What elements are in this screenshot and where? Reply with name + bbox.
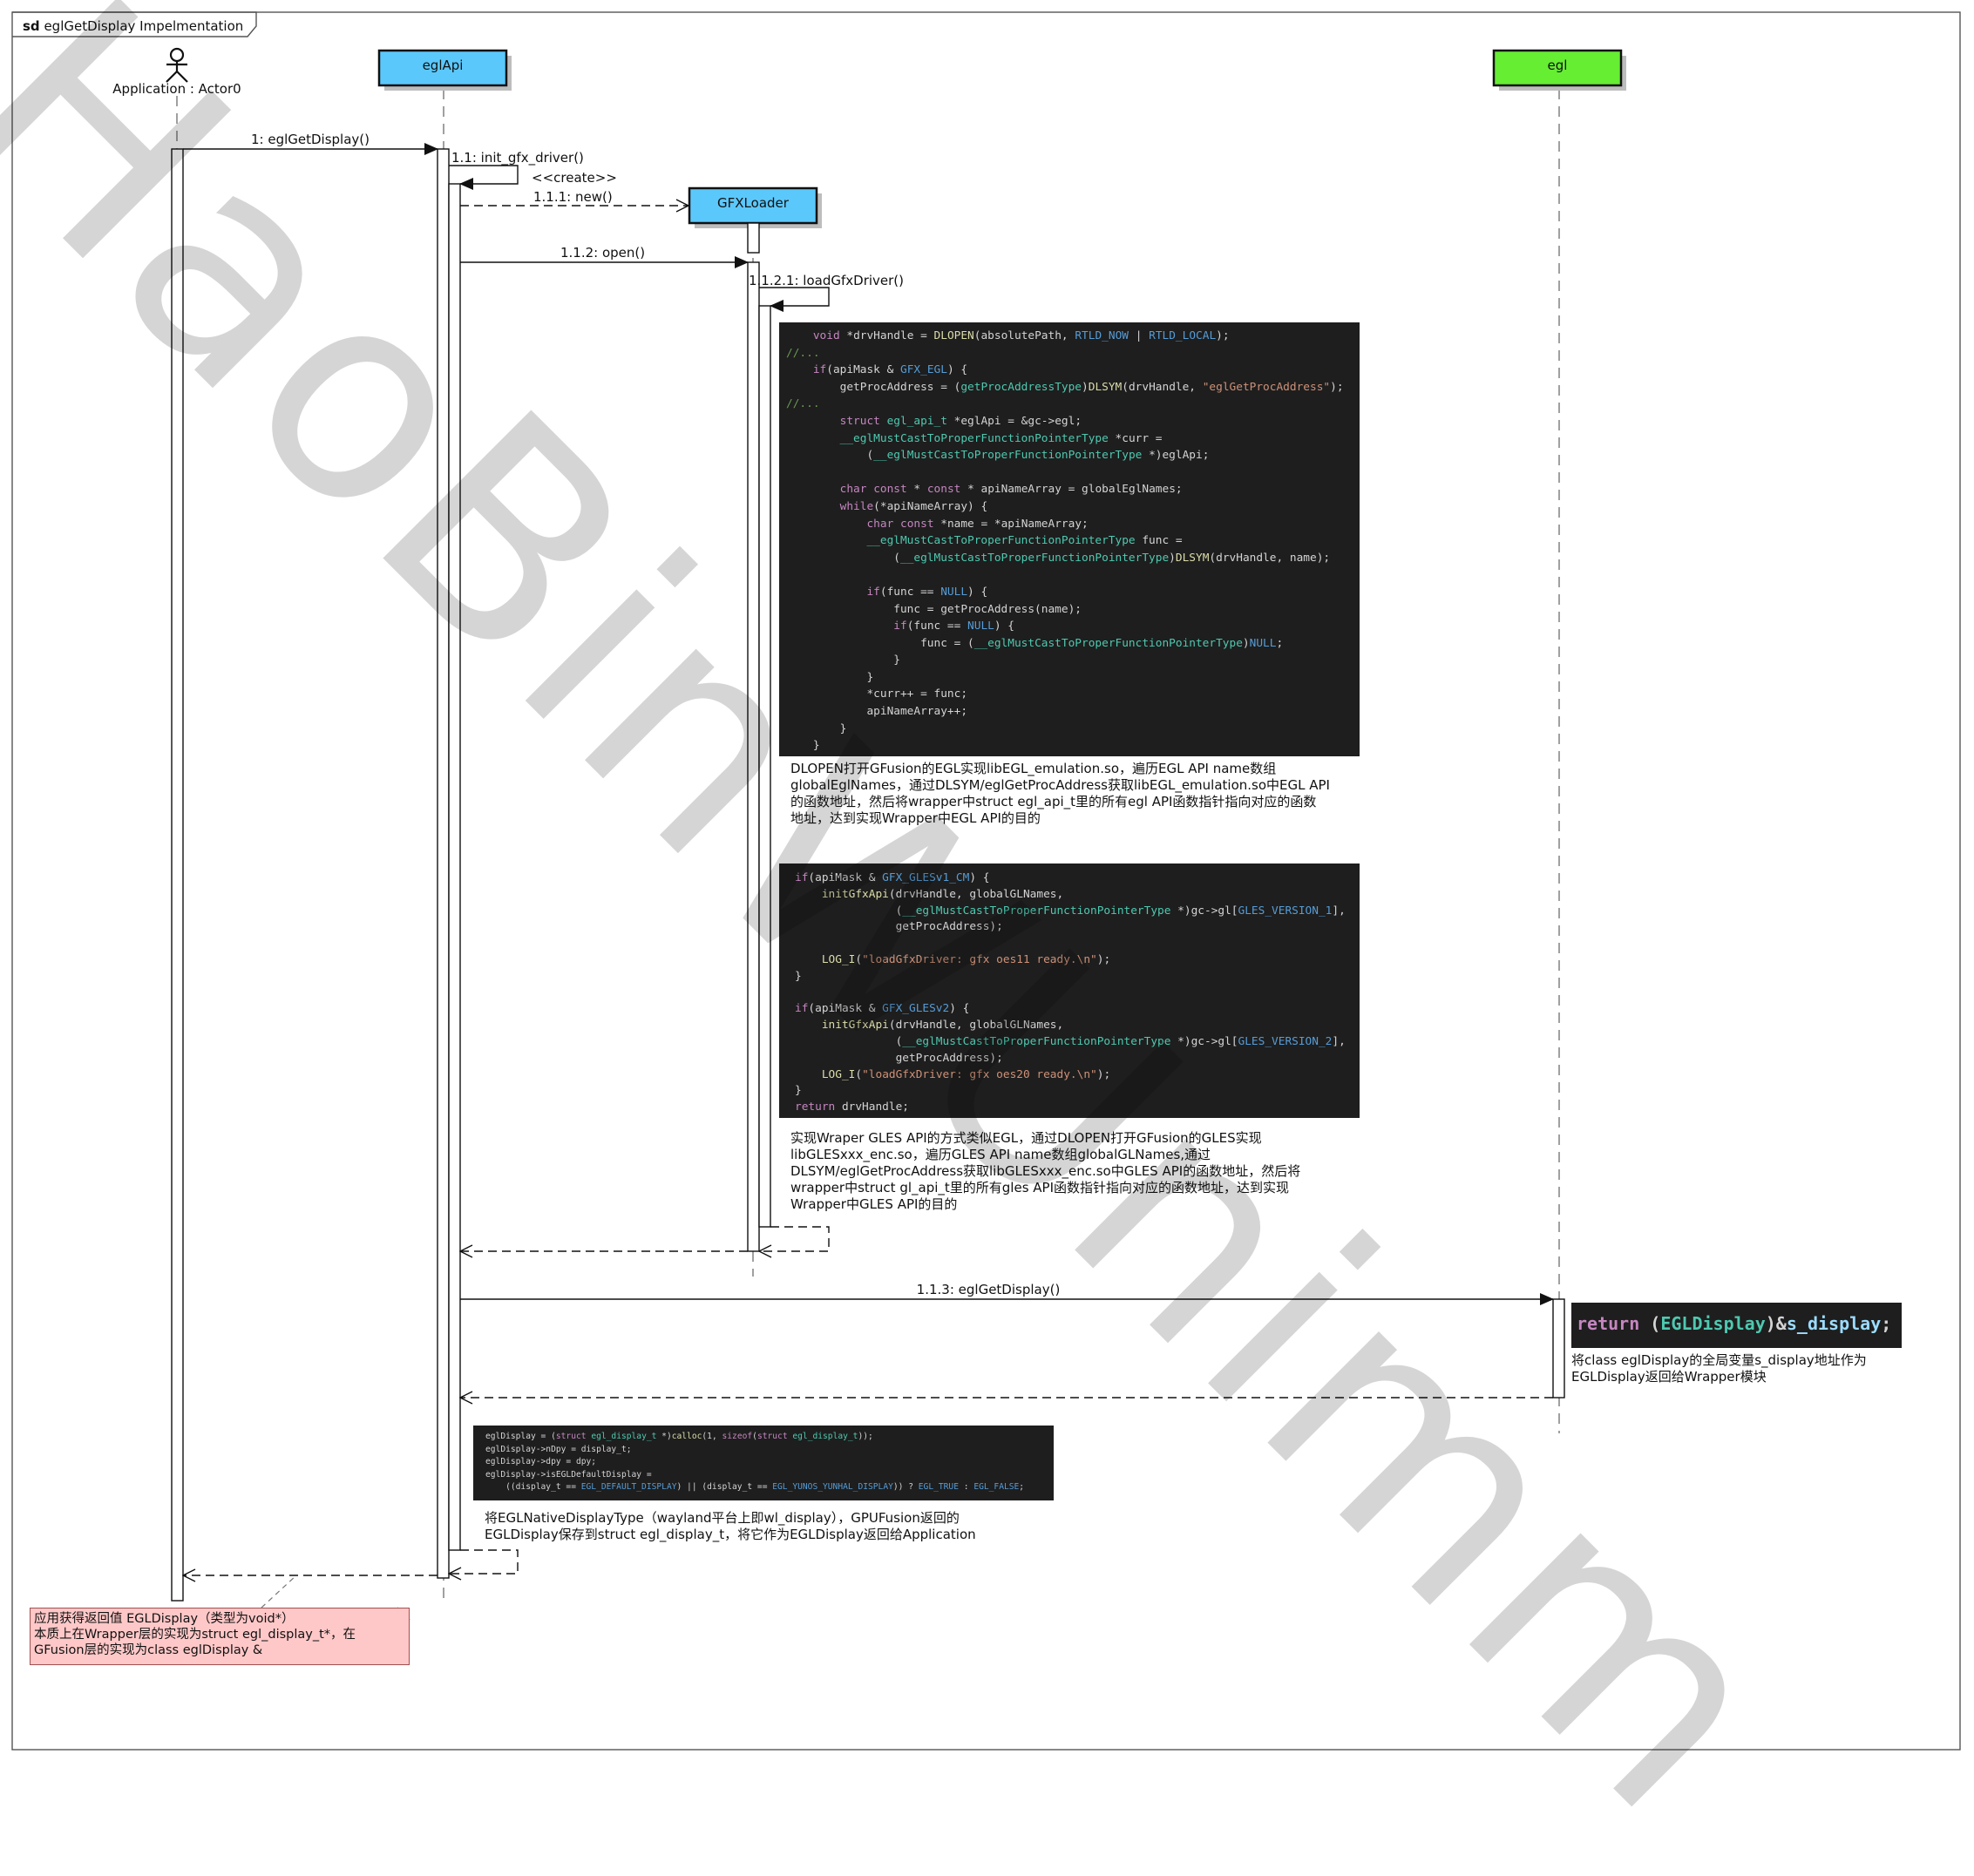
code-line: eglDisplay->isEGLDefaultDisplay =: [485, 1469, 652, 1480]
code-line: }: [786, 654, 900, 667]
code-line: char const * const * apiNameArray = glob…: [839, 483, 1183, 497]
code-line: ((display_t == EGL_DEFAULT_DISPLAY) || (…: [485, 1482, 1025, 1493]
message-1-1-label: 1.1: init_gfx_driver(): [451, 150, 584, 166]
code-line: if(apiMask & GFX_GLESv1_CM) {: [795, 871, 990, 884]
code-line: }: [795, 969, 802, 983]
code-return-display: return (EGLDisplay)&s_display;: [1571, 1303, 1902, 1348]
code-line: LOG_I("loadGfxDriver: gfx oes20 ready.\n…: [821, 1067, 1111, 1081]
activation-eglapi: [437, 148, 450, 1579]
code-line: if(apiMask & GFX_EGL) {: [812, 363, 968, 377]
code-line: func = (__eglMustCastToProperFunctionPoi…: [786, 636, 1284, 650]
participant-egl-label: egl: [1548, 58, 1568, 73]
participant-egl: [1492, 49, 1623, 87]
activation-actor: [171, 148, 184, 1602]
code-gles-load: if(apiMask & GFX_GLESv1_CM) { initGfxApi…: [779, 864, 1360, 1118]
code-line: eglDisplay->nDpy = display_t;: [485, 1444, 632, 1454]
code-line: apiNameArray++;: [786, 705, 968, 719]
code-line: while(*apiNameArray) {: [839, 499, 988, 513]
sequence-diagram: sd eglGetDisplay Impelmentation Applicat…: [11, 11, 1961, 1751]
code-line: *curr++ = func;: [786, 687, 968, 701]
code-egl-load: void *drvHandle = DLOPEN(absolutePath, R…: [779, 322, 1360, 756]
code-line: }: [786, 739, 820, 753]
code-line: (__eglMustCastToProperFunctionPointerTyp…: [786, 449, 1210, 463]
activation-gfxloader-open: [747, 261, 760, 1252]
diagram-frame: [11, 11, 1961, 1751]
code-line: initGfxApi(drvHandle, globalGLNames,: [821, 887, 1064, 901]
participant-eglapi-label: eglApi: [423, 58, 464, 73]
message-1-label: 1: eglGetDisplay(): [251, 132, 370, 147]
activation-gfxloader-load: [758, 305, 771, 1228]
participant-gfxloader: [688, 186, 818, 225]
frame-title-tab: [12, 11, 257, 37]
code-line: //...: [786, 397, 820, 411]
code-line: char const *name = *apiNameArray;: [866, 517, 1089, 531]
actor-label: Application : Actor0: [112, 81, 241, 97]
code-line: __eglMustCastToProperFunctionPointerType…: [839, 431, 1163, 445]
code-line: eglDisplay->dpy = dpy;: [485, 1457, 597, 1467]
code-line: [795, 985, 1344, 1002]
app-note-connector: [261, 1575, 297, 1608]
code-line: }: [795, 1084, 802, 1098]
frame-title: sd eglGetDisplay Impelmentation: [23, 18, 243, 34]
note-return-display: 将class eglDisplay的全局变量s_display地址作为 EGLD…: [1571, 1352, 1867, 1385]
code-line: if(apiMask & GFX_GLESv2) {: [795, 1002, 970, 1016]
code-line: eglDisplay = (struct egl_display_t *)cal…: [485, 1432, 873, 1441]
code-line: void *drvHandle = DLOPEN(absolutePath, R…: [812, 329, 1230, 342]
code-line: }: [786, 670, 874, 684]
note-application: 应用获得返回值 EGLDisplay（类型为void*） 本质上在Wrapper…: [30, 1608, 410, 1665]
code-line: initGfxApi(drvHandle, globalGLNames,: [821, 1019, 1064, 1033]
code-egl-display-alloc: eglDisplay = (struct egl_display_t *)cal…: [473, 1426, 1054, 1500]
code-line: struct egl_api_t *eglApi = &gc->egl;: [839, 414, 1082, 428]
message-1-1-2-1-label: 1.1.2.1: loadGfxDriver(): [749, 273, 904, 288]
activation-eglapi-nested: [448, 183, 461, 1551]
activation-gfxloader-create: [747, 222, 760, 254]
code-line: return drvHandle;: [795, 1101, 909, 1114]
create-stereotype: <<create>>: [532, 170, 617, 186]
message-1-1-2-1: [759, 287, 830, 312]
message-1-1-1-label: 1.1.1: new(): [533, 189, 613, 205]
message-1-1-3-label: 1.1.3: eglGetDisplay(): [917, 1282, 1061, 1297]
code-line: [786, 464, 1353, 482]
code-line: [795, 936, 1344, 952]
code-line: (__eglMustCastToProperFunctionPointerTyp…: [795, 1034, 1346, 1048]
participant-gfxloader-label: GFXLoader: [717, 195, 790, 211]
message-1-1-2-label: 1.1.2: open(): [560, 245, 645, 261]
activation-egl: [1552, 1298, 1565, 1399]
participant-eglapi: [377, 49, 508, 87]
code-line: (__eglMustCastToProperFunctionPointerTyp…: [795, 904, 1346, 918]
note-save-display: 将EGLNativeDisplayType（wayland平台上即wl_disp…: [485, 1510, 976, 1542]
code-line: //...: [786, 346, 820, 360]
note-egl-load: DLOPEN打开GFusion的EGL实现libEGL_emulation.so…: [790, 761, 1330, 826]
code-line: getProcAddress);: [795, 1051, 1003, 1065]
code-line: if(func == NULL) {: [866, 585, 988, 599]
stick-figure-icon: [166, 47, 188, 83]
code-line: LOG_I("loadGfxDriver: gfx oes11 ready.\n…: [821, 952, 1111, 966]
message-1-1: [449, 165, 519, 190]
return-init-gfx-driver: [449, 1549, 519, 1574]
code-line: [786, 566, 1353, 584]
code-line: __eglMustCastToProperFunctionPointerType…: [866, 534, 1183, 548]
code-line: getProcAddress);: [795, 920, 1003, 934]
code-line: getProcAddress = (getProcAddressType)DLS…: [786, 380, 1344, 394]
code-line: (__eglMustCastToProperFunctionPointerTyp…: [786, 551, 1331, 565]
code-line: func = getProcAddress(name);: [786, 602, 1082, 616]
note-gles-load: 实现Wraper GLES API的方式类似EGL，通过DLOPEN打开GFus…: [790, 1130, 1301, 1212]
code-line: if(func == NULL) {: [893, 620, 1014, 633]
code-line: }: [786, 721, 847, 735]
return-loadgfxdriver: [759, 1226, 830, 1251]
